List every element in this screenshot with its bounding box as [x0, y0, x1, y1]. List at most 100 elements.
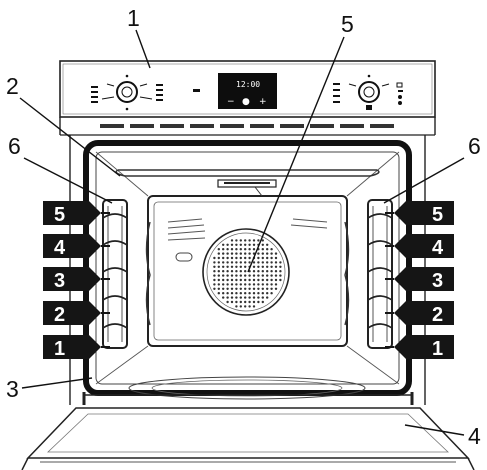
fan-hole	[239, 305, 242, 308]
fan-hole	[261, 239, 264, 242]
fan-hole	[222, 261, 225, 264]
fan-hole	[230, 278, 234, 282]
fan-hole	[226, 243, 229, 246]
fan-hole	[213, 261, 216, 264]
fan-hole	[235, 292, 238, 295]
fan-hole	[270, 261, 273, 264]
callout-leader-4	[404, 424, 465, 436]
fan-hole	[248, 261, 251, 264]
convection-fan	[202, 228, 290, 316]
fan-hole	[244, 292, 247, 295]
fan-hole	[217, 283, 220, 286]
fan-hole	[248, 256, 251, 260]
fan-hole	[261, 252, 264, 255]
fan-hole	[213, 283, 216, 286]
fan-hole	[274, 252, 278, 255]
fan-hole	[244, 278, 247, 282]
callout-leader-6-left	[23, 157, 113, 204]
fan-hole	[270, 265, 273, 268]
display-time: 12:00	[236, 80, 260, 89]
fan-hole	[239, 300, 242, 304]
fan-hole	[266, 278, 269, 282]
shelf-badges-right: 5 4 3 2 1	[385, 201, 454, 360]
fan-hole	[279, 261, 282, 264]
fan-hole	[217, 256, 220, 260]
fan-hole	[261, 243, 264, 246]
svg-text:4: 4	[54, 237, 66, 259]
fan-hole	[226, 292, 229, 295]
fan-hole	[235, 278, 238, 282]
fan-hole	[217, 252, 220, 255]
fan-hole	[235, 256, 238, 260]
callout-2: 2	[6, 73, 121, 177]
fan-hole	[217, 292, 220, 295]
fan-hole	[274, 270, 278, 273]
svg-text:5: 5	[432, 204, 443, 226]
fan-hole	[257, 274, 260, 277]
left-function-knob	[91, 74, 163, 111]
fan-hole	[279, 278, 282, 282]
fan-hole	[222, 270, 225, 273]
fan-hole	[248, 300, 251, 304]
fan-hole	[230, 252, 234, 255]
fan-hole	[257, 239, 260, 242]
fan-hole	[244, 305, 247, 308]
fan-hole	[217, 261, 220, 264]
fan-hole	[261, 261, 264, 264]
fan-hole	[222, 265, 225, 268]
fan-hole	[248, 243, 251, 246]
fan-hole	[266, 252, 269, 255]
fan-hole	[266, 256, 269, 260]
fan-hole	[235, 287, 238, 290]
fan-hole	[244, 283, 247, 286]
fan-hole	[252, 300, 256, 304]
fan-hole	[235, 274, 238, 277]
fan-hole	[239, 243, 242, 246]
fan-hole	[252, 278, 256, 282]
fan-hole	[261, 265, 264, 268]
fan-hole	[213, 278, 216, 282]
fan-hole	[226, 274, 229, 277]
fan-hole	[244, 243, 247, 246]
fan-hole	[230, 265, 234, 268]
fan-hole	[266, 287, 269, 290]
fan-hole	[248, 283, 251, 286]
fan-hole	[230, 256, 234, 260]
fan-hole	[274, 274, 278, 277]
fan-hole	[244, 265, 247, 268]
fan-hole	[226, 248, 229, 251]
callout-label-2: 2	[6, 73, 19, 99]
callout-label-5: 5	[341, 11, 354, 37]
fan-hole	[261, 256, 264, 260]
oven-door	[21, 392, 475, 470]
fan-hole	[222, 278, 225, 282]
shelf-badge-right-3: 3	[385, 267, 454, 292]
fan-hole	[213, 265, 216, 268]
fan-hole	[248, 274, 251, 277]
fan-hole	[252, 287, 256, 290]
fan-hole	[261, 274, 264, 277]
fan-hole	[248, 248, 251, 251]
shelf-badge-left-5: 5	[43, 201, 110, 226]
fan-hole	[222, 283, 225, 286]
fan-hole	[279, 265, 282, 268]
svg-text:5: 5	[54, 204, 65, 226]
fan-hole	[226, 287, 229, 290]
fan-hole	[244, 252, 247, 255]
fan-hole	[270, 248, 273, 251]
svg-text:1: 1	[432, 338, 443, 360]
fan-hole	[222, 292, 225, 295]
fan-hole	[279, 274, 282, 277]
fan-hole	[252, 248, 256, 251]
fan-hole	[226, 296, 229, 299]
fan-hole	[266, 292, 269, 295]
fan-hole	[266, 296, 269, 299]
callout-leader-1	[135, 29, 151, 69]
fan-hole	[261, 287, 264, 290]
fan-hole	[248, 287, 251, 290]
fan-hole	[270, 252, 273, 255]
callout-4: 4	[404, 423, 481, 449]
svg-text:2: 2	[54, 304, 65, 326]
fan-hole	[244, 239, 247, 242]
